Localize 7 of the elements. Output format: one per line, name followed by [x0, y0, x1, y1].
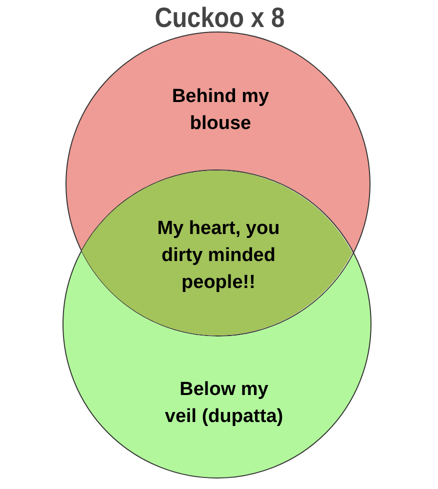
venn-circle [66, 32, 370, 336]
overlap-region [81, 170, 354, 336]
diagram-title: Cuckoo x 8 [154, 2, 285, 34]
circle-label: Below my veil (dupatta) [164, 378, 284, 429]
venn-circle [63, 170, 371, 478]
overlap-label: My heart, you dirty minded people!! [156, 217, 280, 295]
circle-label: Behind my blouse [171, 85, 270, 136]
